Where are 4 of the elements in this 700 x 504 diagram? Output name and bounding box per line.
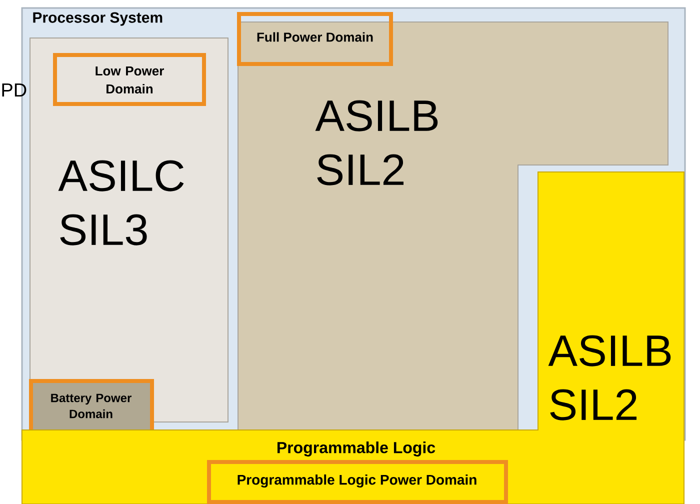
domain-box: Battery Power Domain — [29, 379, 154, 434]
domain-box: Full Power Domain — [237, 12, 393, 66]
domain-box: Programmable Logic Power Domain — [207, 460, 508, 504]
domain-box: Low Power Domain — [53, 53, 206, 106]
